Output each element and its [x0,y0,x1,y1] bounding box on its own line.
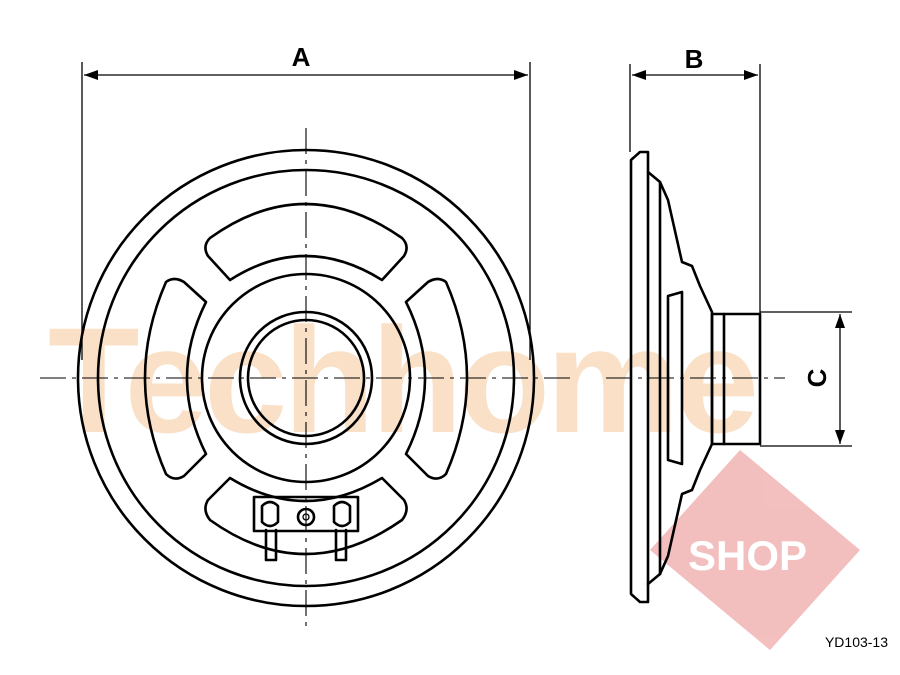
terminal-rivet-hole [302,513,310,521]
dim-a-arrow-left [84,70,98,80]
watermark-shop-badge [650,450,860,650]
window-top [204,202,408,282]
side-frame-rim [629,150,650,604]
terminal-lug-left [260,500,280,528]
terminal-plate [252,495,360,533]
outer-frame-ring [76,148,536,608]
terminal-lug-right [332,500,352,528]
front-view: A [40,42,575,630]
terminal-rivet [296,507,316,527]
terminal-pin-right [334,528,348,562]
part-code-label: YD103-13 [825,634,888,650]
dimension-c-label: C [802,368,832,387]
dim-a-arrow-right [514,70,528,80]
magnet-housing [200,272,412,484]
watermark-shop-text: SHOP [688,532,807,579]
watermark-brand-text: Techhome [48,296,755,464]
inner-frame-ring [96,168,516,588]
voice-coil-inner [246,318,366,438]
dimension-b-label: B [685,44,704,74]
dim-b-arrow-left [632,70,646,80]
dim-b-arrow-right [744,70,758,80]
dimension-a-label: A [292,42,311,72]
window-left [143,277,208,480]
watermark: Techhome SHOP [48,296,860,650]
side-magnet [710,312,762,446]
dim-c-arrow-bottom [835,430,845,444]
side-view: B C [606,44,852,604]
side-basket-web [666,290,684,466]
window-right [404,277,469,480]
terminal-pin-left [264,528,278,562]
terminal-board [252,495,360,562]
dim-c-arrow-top [835,314,845,328]
window-bottom [204,476,408,556]
voice-coil-outer [238,310,374,446]
